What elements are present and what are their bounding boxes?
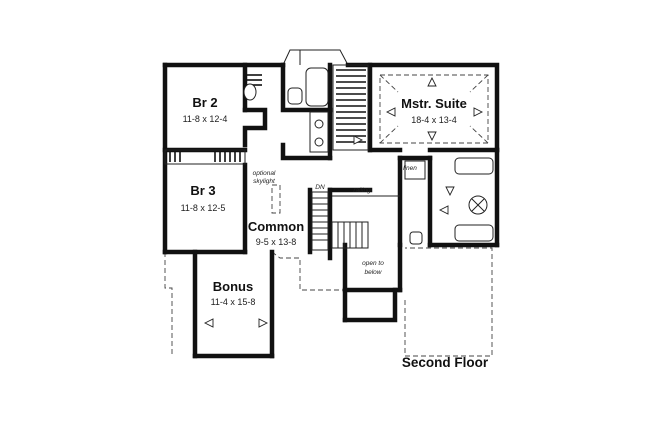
closet-hatching xyxy=(164,64,369,165)
bathtub-icon xyxy=(454,224,494,242)
floor-title: Second Floor xyxy=(402,355,489,370)
room-dims-bonus: 11-4 x 15-8 xyxy=(211,297,256,307)
room-dims-master: 18-4 x 13-4 xyxy=(411,115,457,125)
ceiling-fan-icon xyxy=(468,195,488,215)
bathtub-icon xyxy=(454,157,494,175)
note-skylight-line2: skylight xyxy=(253,178,276,185)
light-fixtures xyxy=(203,76,484,328)
light-fixture-icon xyxy=(203,318,214,328)
light-fixture-icon xyxy=(438,205,449,215)
light-fixture-icon xyxy=(427,131,437,142)
room-labels: Br 2 11-8 x 12-4 Br 3 11-8 x 12-5 Mstr. … xyxy=(181,95,467,307)
toilet-icon xyxy=(287,87,303,105)
note-skylight-line1: optional xyxy=(253,170,276,177)
note-open-line1: open to xyxy=(362,260,384,267)
skylight-outline xyxy=(271,184,281,214)
note-open-line2: below xyxy=(365,269,383,276)
exterior-outline xyxy=(164,49,493,357)
room-dims-common: 9-5 x 13-8 xyxy=(256,237,297,247)
note-linen: linen xyxy=(403,165,417,172)
room-name-master: Mstr. Suite xyxy=(401,96,467,111)
note-railing: railing xyxy=(353,187,371,194)
room-name-common: Common xyxy=(248,219,304,234)
room-name-bonus: Bonus xyxy=(213,279,253,294)
light-fixture-icon xyxy=(353,135,364,145)
light-fixture-icon xyxy=(385,107,396,117)
light-fixture-icon xyxy=(473,107,484,117)
room-name-br3: Br 3 xyxy=(190,183,215,198)
light-fixture-icon xyxy=(258,318,269,328)
tray-ceiling xyxy=(379,74,489,144)
toilet-icon xyxy=(409,231,423,245)
bathtub-icon xyxy=(305,67,329,107)
note-stair-dn: DN xyxy=(315,184,325,191)
room-name-br2: Br 2 xyxy=(192,95,217,110)
room-dims-br3: 11-8 x 12-5 xyxy=(181,203,226,213)
staircase xyxy=(311,191,400,251)
room-dims-br2: 11-8 x 12-4 xyxy=(183,114,228,124)
sink-icon xyxy=(243,83,257,101)
bath-fixtures xyxy=(243,67,494,245)
light-fixture-icon xyxy=(427,76,437,87)
walls xyxy=(162,62,500,359)
light-fixture-icon xyxy=(445,186,455,197)
plan-notes: optional skylight DN railing open to bel… xyxy=(253,165,418,276)
